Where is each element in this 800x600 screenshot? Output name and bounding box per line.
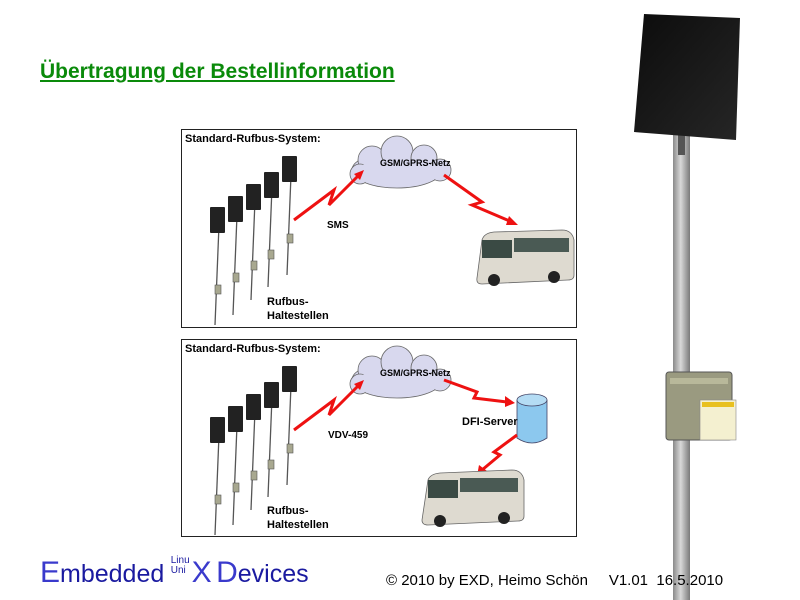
link-label: VDV-459 [328,430,369,441]
logo-small-line: Linu [170,555,190,566]
bus-stops-label: Rufbus- Haltestellen [267,295,329,323]
bus-stops-label: Rufbus- Haltestellen [267,504,329,532]
pole-icon [673,130,690,600]
panel-heading: Standard-Rufbus-System: [185,133,321,145]
network-to-bus-arrow-icon [443,173,513,224]
logo-letter: E [40,556,61,589]
bus-icon [476,229,575,286]
bus-stops-label-line: Rufbus- [267,505,309,517]
link-label: SMS [327,220,349,231]
panel-heading: Standard-Rufbus-System: [185,343,321,355]
call-boxes-icon [214,233,294,295]
server-label: DFI-Server [462,416,518,428]
call-boxes-icon [214,443,294,505]
bus-stop-poles-icon [214,174,292,326]
solar-panels-icon [210,366,297,443]
gsm-cloud-icon [349,345,452,399]
diagram-panel-dfi: Standard-Rufbus-System: [181,339,577,537]
network-to-server-arrow-icon [443,378,508,404]
footer-copyright: © 2010 by EXD, Heimo Schön V1.01 16.5.20… [386,572,724,589]
page-title: Übertragung der Bestellinformation [40,60,395,83]
bus-stops-label-line: Haltestellen [267,310,329,322]
bracket-icon [678,130,685,155]
server-to-bus-arrow-icon [481,433,518,472]
diagram-panel-sms: Standard-Rufbus-System: [181,129,577,328]
bus-stops-label-line: Haltestellen [267,519,329,531]
logo-letter: X [191,556,212,589]
bus-stop-photo [634,14,740,600]
database-server-icon [516,393,548,444]
solar-panel-icon [634,14,740,140]
vdv-link-arrow-icon [293,383,361,432]
cloud-label: GSM/GPRS-Netz [380,158,451,168]
cloud-label: GSM/GPRS-Netz [380,368,451,378]
call-box-icon [665,371,737,441]
bus-icon [421,469,525,527]
logo-word: evices [237,560,309,588]
bus-stops-label-line: Rufbus- [267,296,309,308]
bus-stop-poles-icon [214,384,292,536]
logo-small-line: Uni [170,565,186,576]
gsm-cloud-icon [349,135,452,189]
logo-letter: D [216,556,238,589]
logo-word: mbedded [60,560,165,588]
sms-link-arrow-icon [293,173,361,222]
panel-graphics [210,135,575,326]
solar-panels-icon [210,156,297,233]
panel-graphics [210,345,548,536]
